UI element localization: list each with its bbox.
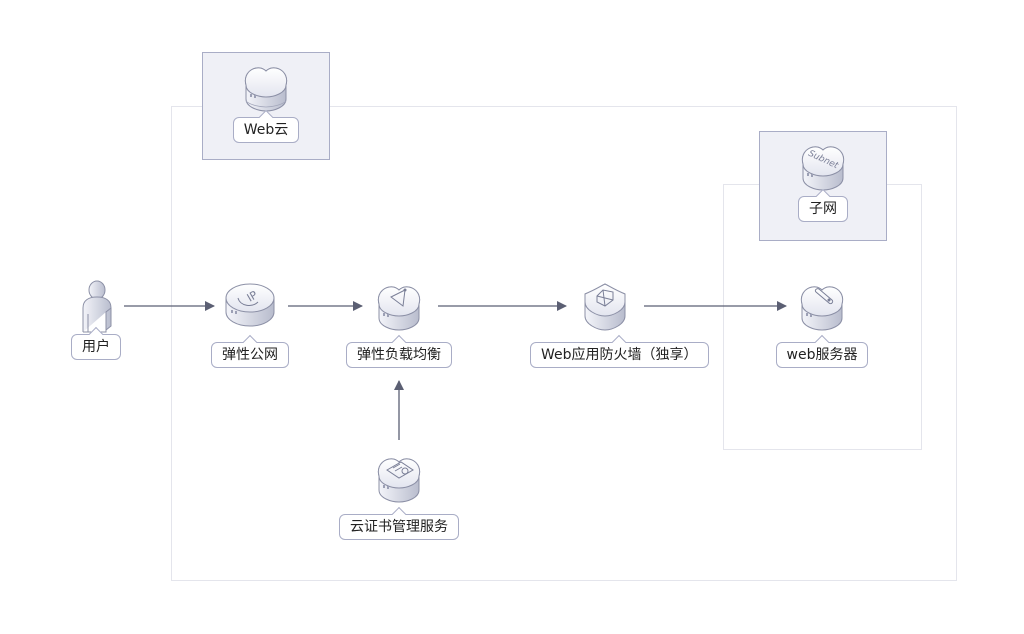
cloud-icon <box>236 61 296 117</box>
web-server-label: web服务器 <box>775 342 869 368</box>
node-waf[interactable]: Web应用防火墙（独享） <box>530 280 709 368</box>
firewall-shield-icon <box>575 280 635 336</box>
subnet-label: 子网 <box>798 196 848 222</box>
node-web-server[interactable]: web服务器 <box>747 280 897 368</box>
eip-label: 弹性公网 <box>211 342 289 368</box>
node-eip[interactable]: IP 弹性公网 <box>175 280 325 368</box>
web-cloud-label: Web云 <box>232 117 300 143</box>
node-ccm[interactable]: 云证书管理服务 <box>324 452 474 540</box>
subnet-group-header: Subnet 子网 <box>759 131 887 241</box>
web-server-icon <box>792 280 852 336</box>
user-label: 用户 <box>71 334 121 360</box>
node-user[interactable]: 用户 <box>21 276 171 360</box>
waf-label: Web应用防火墙（独享） <box>530 342 709 368</box>
elastic-ip-icon: IP <box>220 280 280 336</box>
subnet-group: Subnet 子网 <box>748 140 898 222</box>
certificate-icon <box>369 452 429 508</box>
web-cloud-group-header: Web云 <box>202 52 330 160</box>
node-elb[interactable]: 弹性负载均衡 <box>324 280 474 368</box>
ccm-label: 云证书管理服务 <box>339 514 459 540</box>
web-cloud-group: Web云 <box>191 61 341 143</box>
load-balancer-icon <box>369 280 429 336</box>
user-icon <box>66 276 126 333</box>
subnet-icon: Subnet <box>793 140 853 196</box>
elb-label: 弹性负载均衡 <box>346 342 452 368</box>
